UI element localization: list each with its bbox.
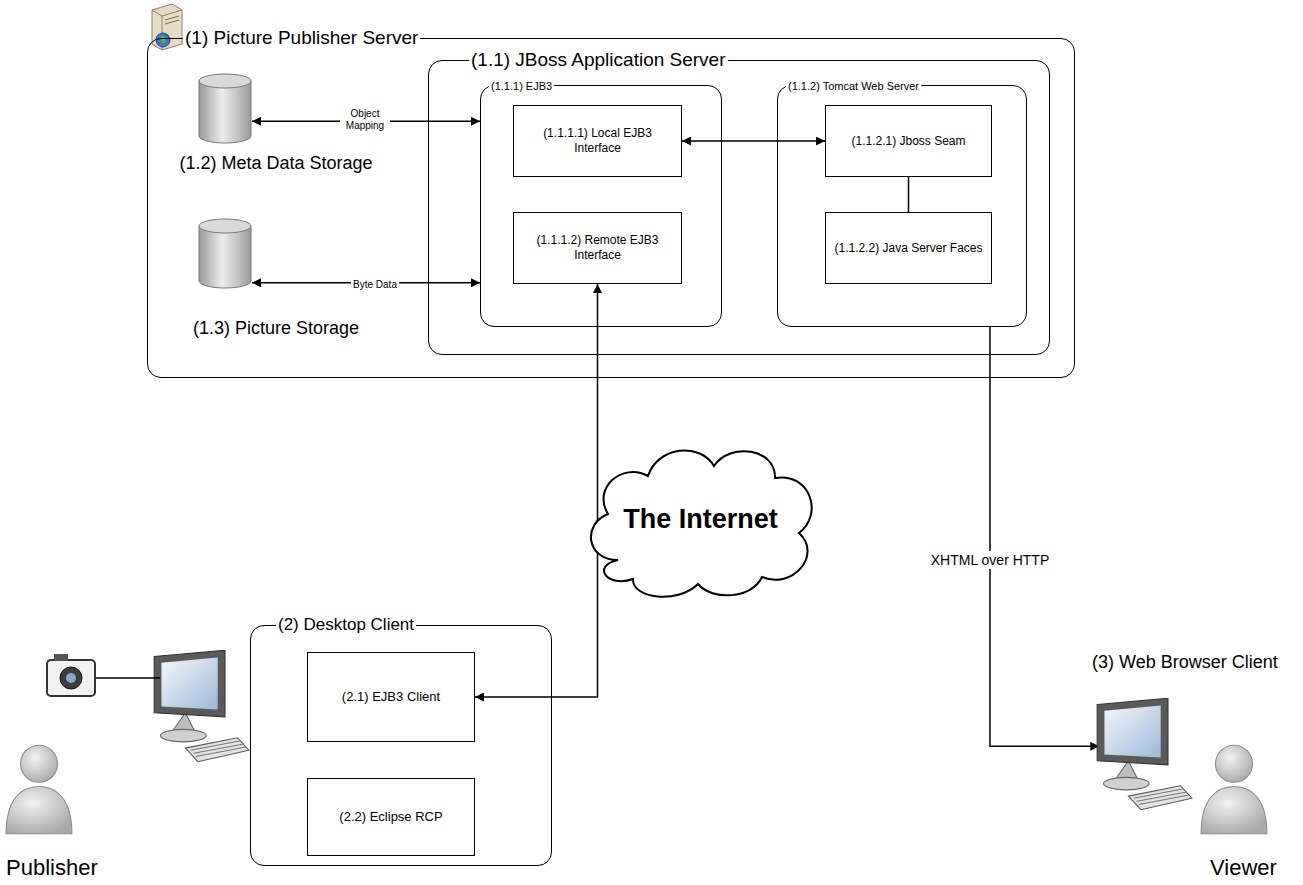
process-box: (1.1.1.1) Local EJB3 Interface — [513, 105, 682, 177]
process-box: (2.2) Eclipse RCP — [307, 778, 475, 856]
process-box: (2.1) EJB3 Client — [307, 652, 475, 742]
label-holder: Viewer — [1210, 855, 1277, 881]
edge-label-holder: XHTML over HTTP — [929, 551, 1052, 569]
actor-label: Publisher — [6, 855, 98, 880]
edge-label-holder: Byte Data — [351, 274, 399, 292]
edge-label: Byte Data — [351, 278, 399, 292]
node-label: (1.3) Picture Storage — [160, 318, 392, 339]
connector — [908, 177, 910, 212]
group-heading: (1.1.1) EJB3 — [489, 80, 554, 92]
node-label: (1.1.2.1) Jboss Seam — [851, 134, 965, 149]
computer-icon — [1068, 698, 1193, 813]
edge-label: XHTML over HTTP — [929, 551, 1052, 569]
cylinder-shape — [198, 73, 252, 145]
node-label: (2.2) Eclipse RCP — [339, 809, 442, 825]
node-label: (2.1) EJB3 Client — [342, 689, 440, 705]
camera-icon — [47, 654, 160, 696]
process-box: (1.1.1.2) Remote EJB3 Interface — [513, 212, 682, 284]
node-label: (1.1.1.1) Local EJB3 Interface — [520, 126, 675, 156]
node-label: (1.2) Meta Data Storage — [160, 153, 392, 174]
edge-label-holder: Object Mapping — [340, 107, 390, 133]
browser-client: (3) Web Browser Client — [1062, 648, 1277, 808]
process-box: (1.1.2.2) Java Server Faces — [825, 212, 992, 284]
ejb-group: (1.1.1) EJB3(1.1.1.1) Local EJB3 Interfa… — [480, 85, 722, 327]
process-box: (1.1.2.1) Jboss Seam — [825, 105, 992, 177]
internet-cloud: The Internet — [578, 438, 823, 603]
server-icon — [152, 4, 182, 50]
label-holder: Publisher — [6, 855, 98, 881]
group-heading: (1.1) JBoss Application Server — [469, 50, 728, 71]
connector — [990, 327, 1099, 746]
group-heading: (1.1.2) Tomcat Web Server — [786, 80, 921, 92]
actor-label: Viewer — [1210, 855, 1277, 880]
group-heading: (2) Desktop Client — [276, 616, 416, 635]
node-label: The Internet — [578, 504, 823, 535]
connector — [682, 140, 825, 142]
web-server-group: (1.1.2) Tomcat Web Server(1.1.2.1) Jboss… — [777, 85, 1027, 327]
node-label: (3) Web Browser Client — [1092, 652, 1278, 673]
group-heading: (1) Picture Publisher Server — [183, 28, 420, 49]
server-group: (1) Picture Publisher Server(1.1) JBoss … — [147, 38, 1075, 378]
client-group: (2) Desktop Client(2.1) EJB3 Client(2.2)… — [250, 625, 552, 866]
app-server-group: (1.1) JBoss Application Server(1.1.1) EJ… — [428, 60, 1050, 355]
cylinder-shape — [198, 218, 252, 290]
connector — [475, 284, 598, 697]
node-label: (1.1.1.2) Remote EJB3 Interface — [520, 233, 675, 263]
edge-label: Object Mapping — [340, 107, 390, 132]
publisher-computer — [154, 650, 249, 761]
node-label: (1.1.2.2) Java Server Faces — [834, 241, 982, 256]
viewer-figure — [1201, 745, 1267, 833]
publisher-figure — [6, 745, 72, 833]
